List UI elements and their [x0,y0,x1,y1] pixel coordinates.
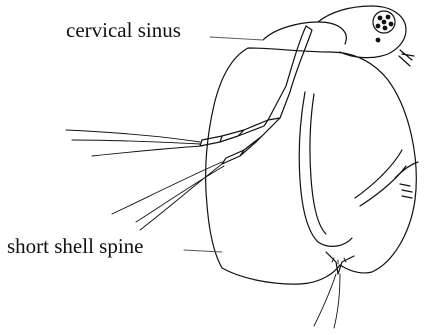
short-shell-spine-label: short shell spine [7,236,144,257]
shell-spine-leader [184,250,222,252]
postabdomen [395,162,418,198]
ocellus [376,38,380,42]
cervical-sinus-leader [210,37,263,40]
carapace-outline [206,48,417,284]
gut-line [299,92,352,246]
shell-spine [326,252,354,274]
antenna-ramus-lower [222,118,280,164]
rostrum-bristles [399,50,414,66]
posterior-setae [314,274,340,328]
cervical-sinus-label: cervical sinus [66,20,181,41]
antenna-base [268,26,312,120]
head-outline [318,6,406,58]
brood-fold [355,150,406,206]
gut-line-inner [310,94,326,234]
dorsal-hump [263,22,346,44]
